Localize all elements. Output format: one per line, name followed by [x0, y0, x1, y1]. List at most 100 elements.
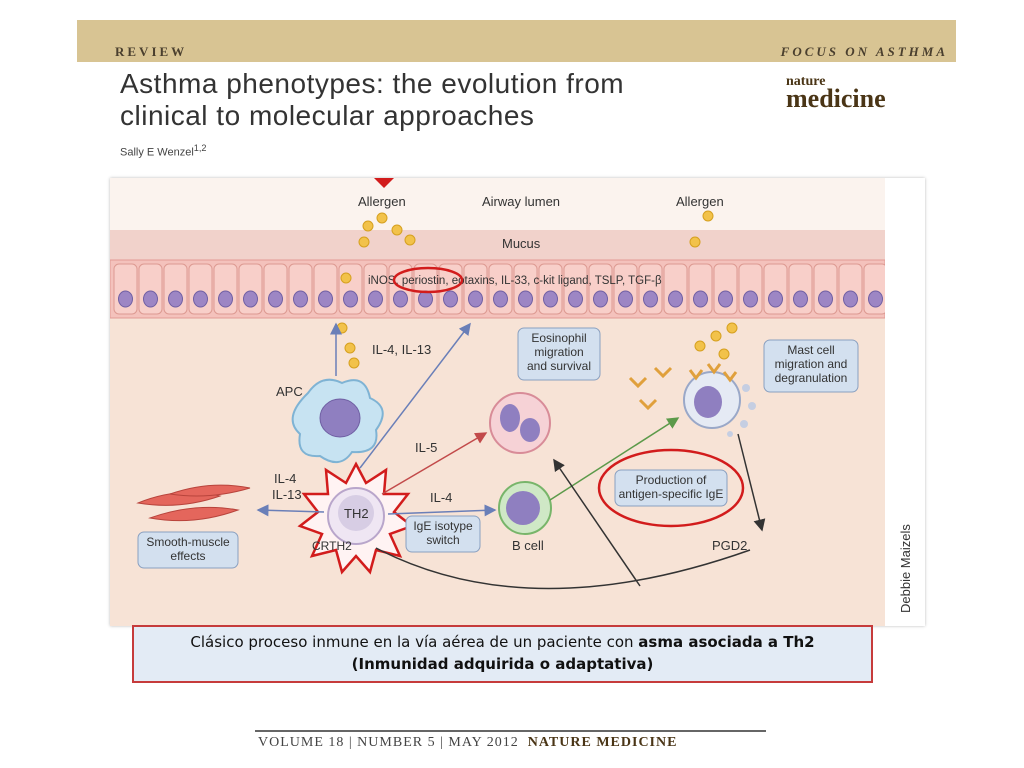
caption-bold: asma asociada a Th2 [638, 633, 815, 651]
epithelial-nucleus [518, 290, 533, 308]
epithelial-nucleus [118, 290, 133, 308]
journal-logo-small: nature [786, 74, 826, 89]
b-cell [498, 481, 552, 535]
journal-logo-big: medicine [786, 84, 886, 113]
il4-left-label: IL-4 [274, 471, 296, 486]
allergen-right-label: Allergen [676, 194, 724, 209]
mast-cell-box-line1: Mast cell [787, 343, 834, 357]
th2-cell [297, 461, 415, 575]
ige-highlight [597, 448, 745, 528]
apc-label: APC [276, 384, 303, 399]
mucus-label: Mucus [502, 236, 541, 251]
epithelial-nucleus [693, 290, 708, 308]
author-name: Sally E Wenzel [120, 146, 194, 159]
epithelial-nucleus [768, 290, 783, 308]
epithelial-nucleus [218, 290, 233, 308]
figure-caption: Clásico proceso inmune en la vía aérea d… [132, 625, 873, 683]
footer-issue: VOLUME 18 | NUMBER 5 | MAY 2012 [258, 735, 519, 750]
title-line-2: clinical to molecular approaches [120, 100, 535, 131]
caption-line-2: (Inmunidad adquirida o adaptativa) [134, 653, 871, 675]
epithelial-nucleus [168, 290, 183, 308]
epithelial-nucleus [443, 290, 458, 308]
signal-arrows [256, 322, 766, 590]
epithelial-nucleus [718, 290, 733, 308]
eosinophil-box-line2: migration [534, 345, 583, 359]
epithelial-nucleus [343, 290, 358, 308]
epithelial-nucleus [243, 290, 258, 308]
epithelial-nucleus [793, 290, 808, 308]
footer-journal: NATURE MEDICINE [527, 735, 678, 750]
epithelial-nucleus [468, 290, 483, 308]
epithelial-nucleus [543, 290, 558, 308]
ige-production-line1: Production of [636, 473, 707, 487]
eosinophil-box-line3: and survival [527, 359, 591, 373]
caption-line-2-text: (Inmunidad adquirida o adaptativa) [351, 655, 654, 673]
epithelial-nucleus [268, 290, 283, 308]
title-line-1: Asthma phenotypes: the evolution from [120, 68, 625, 99]
periostin-highlight [392, 266, 464, 294]
journal-logo: nature medicine [786, 74, 931, 113]
eosinophil-cell [489, 392, 551, 454]
il4-mid-label: IL-4 [430, 490, 452, 505]
th2-label: TH2 [344, 506, 369, 521]
ige-production-line2: antigen-specific IgE [619, 487, 724, 501]
caption-plain: Clásico proceso inmune en la vía aérea d… [190, 633, 639, 651]
epithelial-nucleus [418, 290, 433, 308]
epithelial-nucleus [368, 290, 383, 308]
pathway-figure: Debbie Maizels Allergen Airway lumen All… [110, 178, 925, 626]
eosinophil-box-line1: Eosinophil [531, 331, 586, 345]
epithelial-nucleus [843, 290, 858, 308]
credit-strip [885, 178, 925, 626]
epithelial-factors-label: iNOS, periostin, eotaxins, IL-33, c-kit … [368, 275, 662, 287]
epithelial-nucleus [668, 290, 683, 308]
mast-cell-box: Mast cell migration and degranulation [763, 339, 859, 393]
epithelial-nucleus [818, 290, 833, 308]
author-affiliation: 1,2 [193, 143, 207, 153]
epithelial-nucleus [493, 290, 508, 308]
smooth-muscle-line2: effects [170, 549, 205, 563]
focus-label: FOCUS ON ASTHMA [780, 44, 948, 59]
allergen-left-label: Allergen [358, 194, 406, 209]
epithelial-nucleus [593, 290, 608, 308]
crth2-label: CRTH2 [312, 539, 352, 553]
epithelial-nucleus [568, 290, 583, 308]
epithelial-nucleus [393, 290, 408, 308]
epithelial-cells [113, 263, 888, 315]
mast-cell-box-line2: migration and [775, 357, 848, 371]
author: Sally E Wenzel1,2 [120, 143, 207, 159]
header-band: REVIEW FOCUS ON ASTHMA [77, 20, 956, 62]
epithelial-nucleus [193, 290, 208, 308]
smooth-muscle-cells [136, 484, 251, 522]
epithelial-nucleus [743, 290, 758, 308]
apc-cell [291, 378, 384, 463]
eosinophil-box: Eosinophil migration and survival [517, 327, 601, 381]
epithelial-nucleus [868, 290, 883, 308]
mast-cell-box-line3: degranulation [775, 371, 848, 385]
epithelial-nucleus [143, 290, 158, 308]
airway-lumen-label: Airway lumen [482, 194, 560, 209]
section-label: REVIEW [115, 44, 188, 59]
article-title: Asthma phenotypes: the evolution from cl… [120, 68, 624, 132]
smooth-muscle-line1: Smooth-muscle [146, 535, 230, 549]
il5-label: IL-5 [415, 440, 437, 455]
pgd2-label: PGD2 [712, 538, 747, 553]
footer-rule [255, 730, 766, 732]
smooth-muscle-box: Smooth-muscle effects [137, 531, 239, 569]
epithelial-nucleus [318, 290, 333, 308]
il13-left-label: IL-13 [272, 487, 302, 502]
red-down-arrow [374, 178, 394, 188]
mast-cell [628, 363, 756, 437]
allergen-particles [336, 210, 738, 369]
epithelial-nucleus [618, 290, 633, 308]
caption-line-1: Clásico proceso inmune en la vía aérea d… [134, 631, 871, 653]
epithelial-nucleus [293, 290, 308, 308]
pathway-diagram: Debbie Maizels Allergen Airway lumen All… [110, 178, 925, 626]
epithelial-nucleus [643, 290, 658, 308]
il4-il13-top-label: IL-4, IL-13 [372, 342, 431, 357]
mucus-layer [110, 230, 885, 260]
ige-production-box: Production of antigen-specific IgE [597, 448, 745, 528]
ige-switch-line2: switch [426, 533, 459, 547]
ige-switch-box: IgE isotype switch [405, 515, 481, 553]
ige-switch-line1: IgE isotype [413, 519, 473, 533]
footer: VOLUME 18 | NUMBER 5 | MAY 2012 NATURE M… [258, 735, 677, 751]
